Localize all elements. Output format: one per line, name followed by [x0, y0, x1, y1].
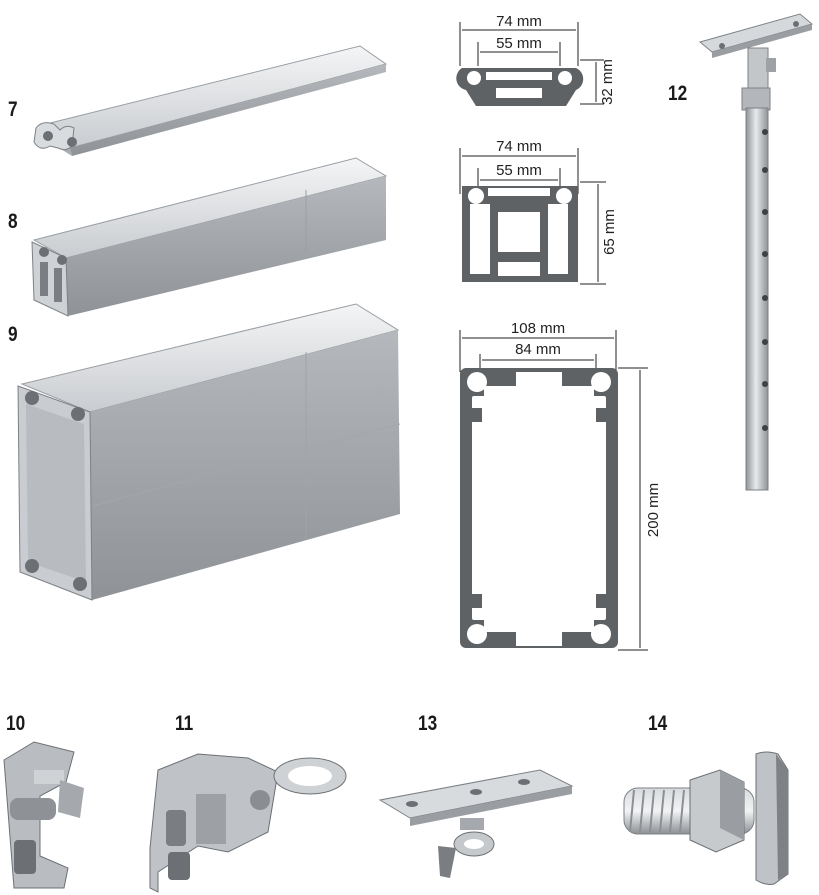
section-large-labels: 108 mm 84 mm 200 mm — [511, 320, 662, 537]
small-width-outer-label: 74 mm — [496, 13, 542, 30]
rail-profile-7-image — [33, 45, 388, 156]
medium-width-outer-label: 74 mm — [496, 138, 542, 155]
small-width-inner-label: 55 mm — [496, 35, 542, 52]
large-width-outer-label: 108 mm — [511, 320, 565, 337]
section-small-labels: 74 mm 55 mm 32 mm — [496, 13, 616, 105]
medium-width-inner-label: 55 mm — [496, 162, 542, 179]
coupler-clamp-icon — [3, 741, 84, 889]
section-medium-labels: 74 mm 55 mm 65 mm — [496, 138, 618, 255]
part-number-13: 13 — [418, 712, 438, 735]
rail-profile-8-image — [31, 157, 388, 317]
section-small-drawing — [456, 22, 604, 106]
double-coupler-icon — [149, 753, 347, 893]
suspension-rod-icon — [698, 13, 814, 491]
ceiling-plate-coupler-icon — [378, 769, 574, 878]
part-number-10: 10 — [6, 712, 26, 735]
part-number-14: 14 — [648, 712, 668, 735]
part-number-12: 12 — [668, 82, 688, 105]
section-medium-drawing — [459, 148, 606, 285]
section-large-drawing — [459, 330, 648, 651]
part-number-9: 9 — [8, 323, 18, 346]
medium-height-label: 65 mm — [601, 209, 618, 255]
large-width-inner-label: 84 mm — [515, 341, 561, 358]
small-height-label: 32 mm — [599, 59, 616, 105]
part-number-8: 8 — [8, 210, 18, 233]
part-number-7: 7 — [8, 98, 18, 121]
part-number-11: 11 — [175, 712, 194, 735]
rail-profile-9-image — [17, 303, 401, 601]
large-height-label: 200 mm — [645, 483, 662, 537]
